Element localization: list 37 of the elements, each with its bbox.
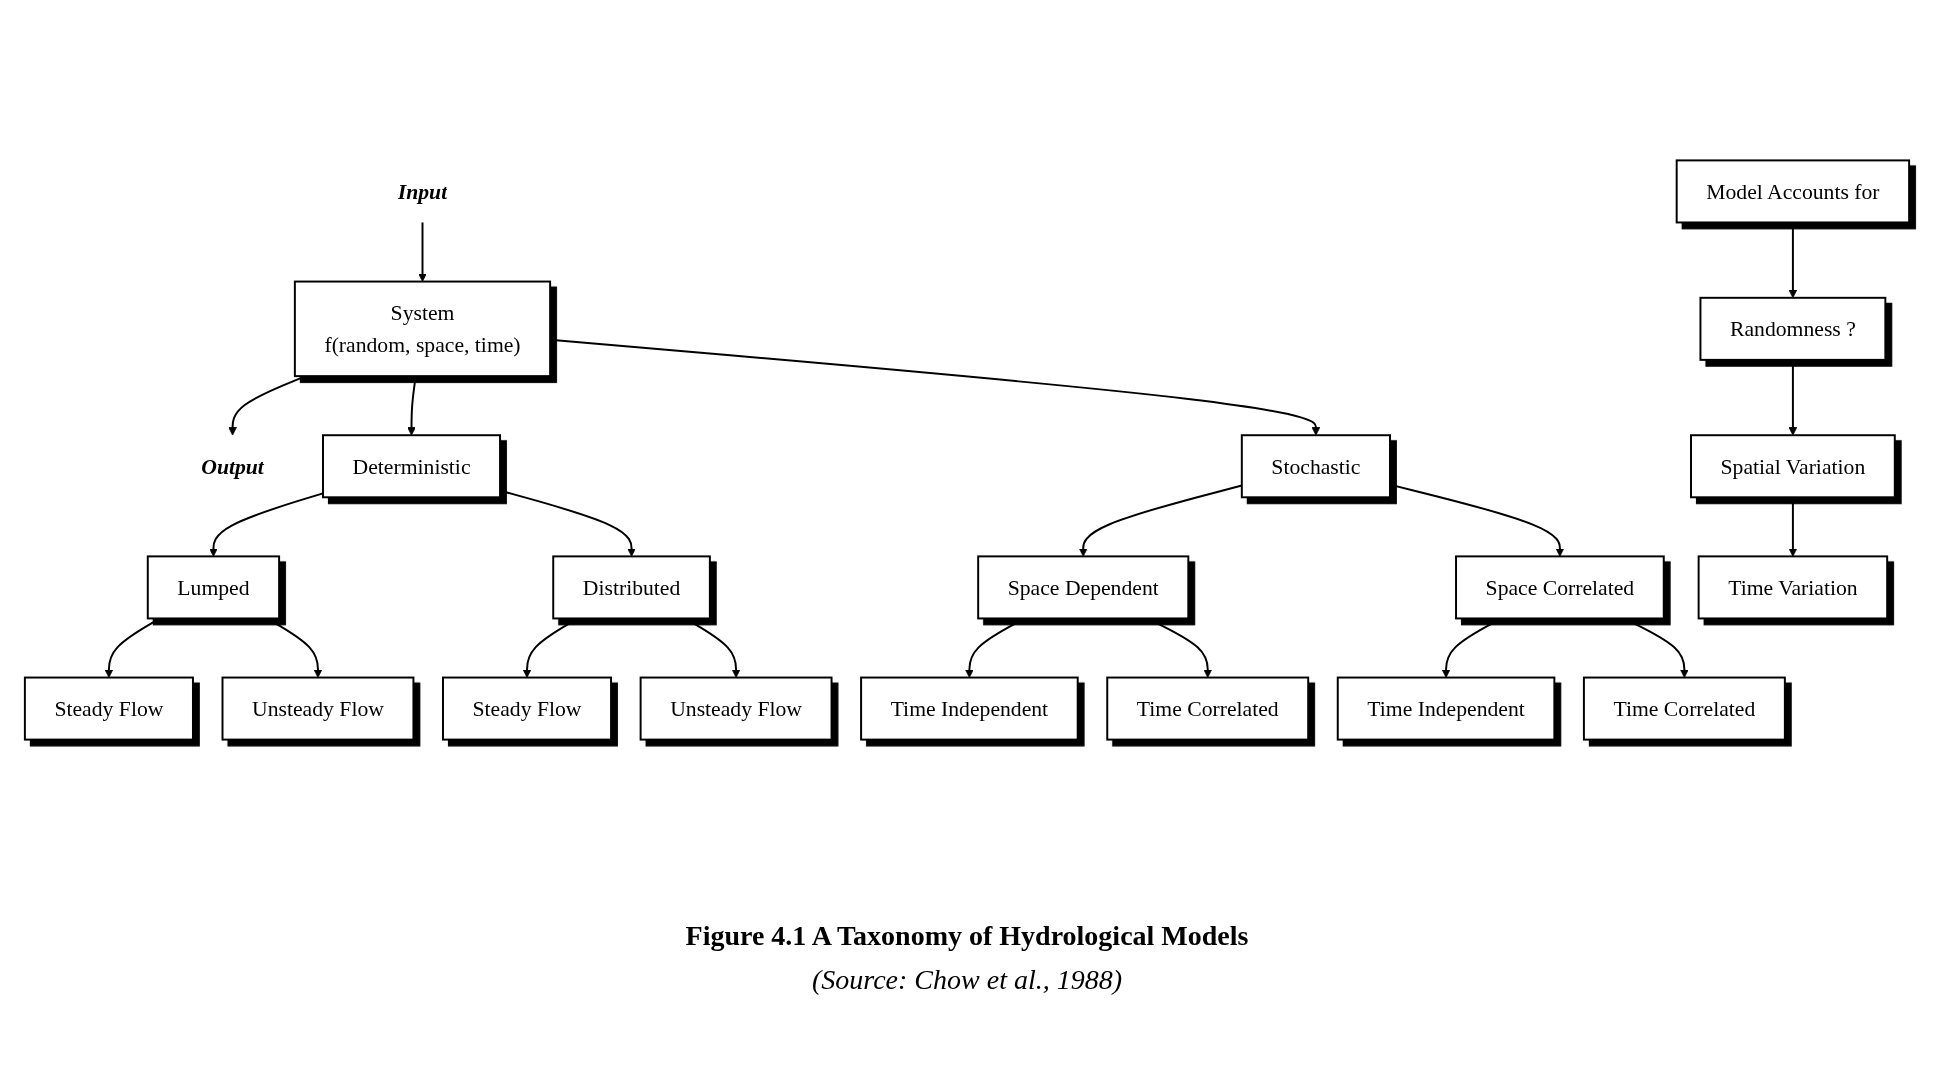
- node-box: Randomness ?: [1699, 296, 1887, 361]
- arrow: [522, 617, 579, 678]
- arrow: [1622, 617, 1689, 678]
- node-box: Time Independent: [1336, 676, 1556, 741]
- node-box: Distributed: [552, 555, 711, 620]
- node-box: Unsteady Flow: [639, 676, 833, 741]
- arrow: [228, 375, 307, 436]
- node-box: Model Accounts for: [1675, 159, 1911, 224]
- node-text: Input: [397, 179, 448, 204]
- node-box: Time Variation: [1697, 555, 1889, 620]
- node-box: Time Independent: [860, 676, 1079, 741]
- node-text: Output: [201, 453, 264, 479]
- node-box: Unsteady Flow: [221, 676, 415, 741]
- node-box: Space Correlated: [1455, 555, 1665, 620]
- figure-caption: Figure 4.1 A Taxonomy of Hydrological Models: [685, 920, 1249, 952]
- arrow: [965, 617, 1026, 678]
- node-box: System f(random, space, time): [293, 280, 552, 378]
- node-box: Steady Flow: [442, 676, 613, 741]
- node-box: Spatial Variation: [1690, 434, 1896, 499]
- node-box: Deterministic: [322, 434, 502, 499]
- arrow: [104, 617, 161, 678]
- source-note: (Source: Chow et al., 1988): [812, 964, 1122, 996]
- arrow: [1441, 617, 1503, 678]
- arrow: [266, 617, 323, 678]
- arrow: [684, 617, 741, 678]
- node-box: Time Correlated: [1106, 676, 1310, 741]
- node-box: Space Dependent: [977, 555, 1190, 620]
- arrow: [1788, 358, 1798, 436]
- node-box: Steady Flow: [23, 676, 194, 741]
- arrow: [1788, 496, 1798, 557]
- node-box: Time Correlated: [1582, 676, 1786, 741]
- node-box: Lumped: [146, 555, 281, 620]
- node-box: Stochastic: [1240, 434, 1391, 499]
- arrow: [407, 375, 417, 436]
- arrow: [1146, 617, 1213, 678]
- arrow: [1788, 221, 1798, 299]
- arrow: [418, 221, 427, 282]
